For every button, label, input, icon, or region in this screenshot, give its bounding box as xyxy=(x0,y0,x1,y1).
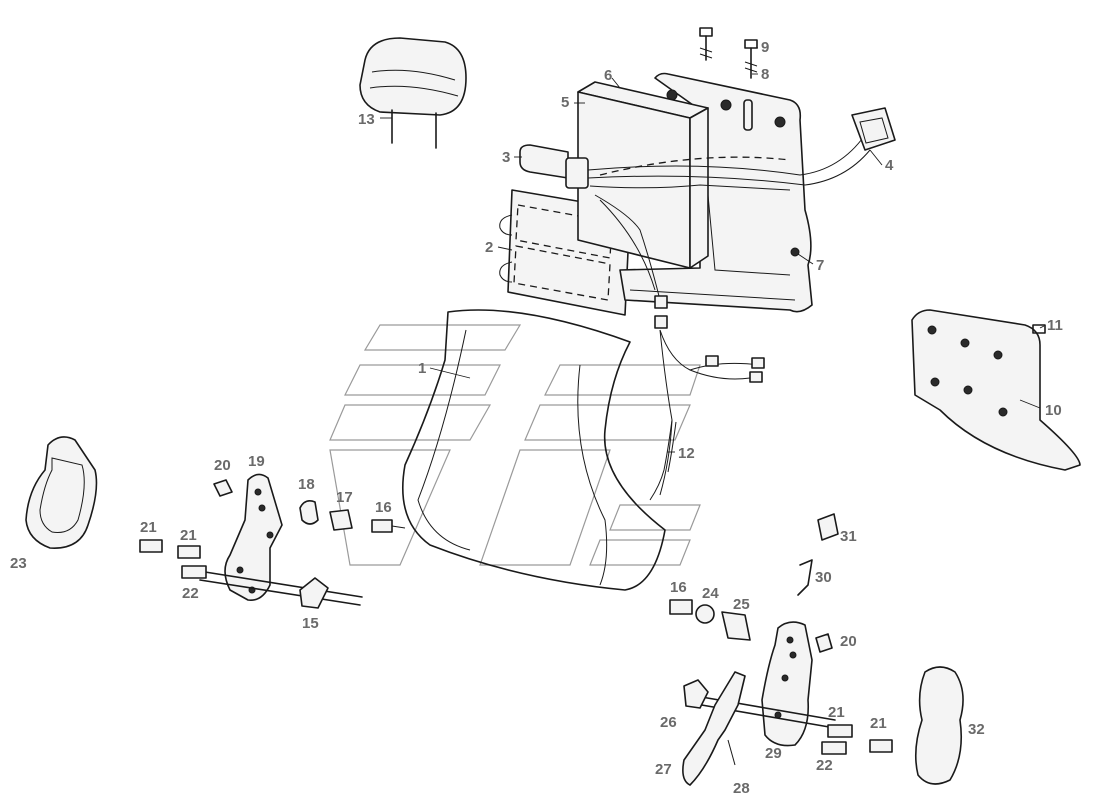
headrest xyxy=(359,37,467,149)
callout-31: 31 xyxy=(840,528,857,545)
callout-24: 24 xyxy=(702,585,719,602)
callout-25: 25 xyxy=(733,596,750,613)
callout-23: 23 xyxy=(10,555,27,572)
callout-7: 7 xyxy=(816,257,824,274)
callout-32: 32 xyxy=(968,721,985,738)
backrest-frame xyxy=(619,72,813,313)
callout-3: 3 xyxy=(502,149,510,166)
leader-lines xyxy=(380,47,1045,453)
callout-16-right: 16 xyxy=(670,579,687,596)
callout-29: 29 xyxy=(765,745,782,762)
callout-1: 1 xyxy=(418,360,426,377)
callout-28: 28 xyxy=(733,780,750,797)
callout-22-left: 22 xyxy=(182,585,199,602)
callout-30: 30 xyxy=(815,569,832,586)
callout-18: 18 xyxy=(298,476,315,493)
right-recliner-mechanism xyxy=(669,513,893,786)
callout-6: 6 xyxy=(604,67,612,84)
callout-5: 5 xyxy=(561,94,569,111)
callout-22-right: 22 xyxy=(816,757,833,774)
watermark-logo xyxy=(329,324,701,566)
control-module xyxy=(577,81,709,269)
wire-connector xyxy=(851,107,896,151)
wiring-harness xyxy=(587,134,871,496)
back-panel xyxy=(911,309,1081,471)
callout-17: 17 xyxy=(336,489,353,506)
callout-2: 2 xyxy=(485,239,493,256)
callout-8: 8 xyxy=(761,66,769,83)
callout-21-c: 21 xyxy=(828,704,845,721)
callout-13: 13 xyxy=(358,111,375,128)
backrest-cushion xyxy=(402,309,666,591)
left-recliner-mechanism xyxy=(139,473,406,609)
callout-15: 15 xyxy=(302,615,319,632)
callout-12: 12 xyxy=(678,445,695,462)
callout-10: 10 xyxy=(1045,402,1062,419)
callout-11: 11 xyxy=(1047,317,1063,334)
left-side-cover xyxy=(25,436,98,549)
callout-20-left: 20 xyxy=(214,457,231,474)
callout-21-b: 21 xyxy=(180,527,197,544)
callout-26: 26 xyxy=(660,714,677,731)
callout-labels: 1 2 3 4 5 6 7 8 9 10 11 12 13 15 16 16 1… xyxy=(10,39,1063,797)
callout-21-d: 21 xyxy=(870,715,887,732)
push-clips xyxy=(699,27,758,79)
callout-4: 4 xyxy=(885,157,894,174)
callout-21-a: 21 xyxy=(140,519,157,536)
sensor-lead xyxy=(649,419,677,501)
right-side-cover xyxy=(914,666,964,785)
actuator-switch xyxy=(519,144,589,189)
callout-16-left: 16 xyxy=(375,499,392,516)
callout-9: 9 xyxy=(761,39,769,56)
callout-27: 27 xyxy=(655,761,672,778)
callout-20-right: 20 xyxy=(840,633,857,650)
callout-19: 19 xyxy=(248,453,265,470)
